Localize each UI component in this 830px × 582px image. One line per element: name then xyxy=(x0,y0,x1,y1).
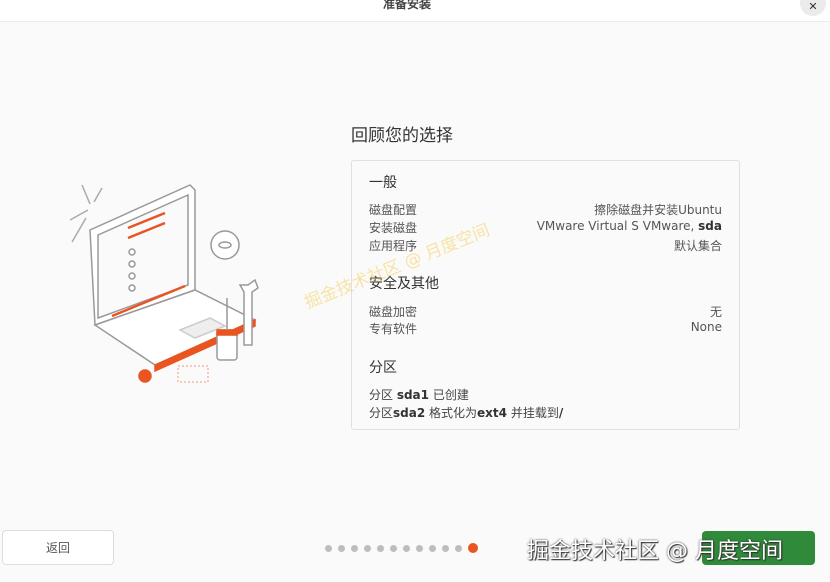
watermark: 掘金技术社区 @ 月度空间 xyxy=(527,539,783,564)
row-label: 磁盘配置 xyxy=(369,203,418,217)
step-dot-current xyxy=(468,543,478,553)
back-button[interactable]: 返回 xyxy=(2,530,114,565)
row-label: 应用程序 xyxy=(369,239,418,253)
step-indicator xyxy=(325,543,478,553)
text-bold: sda2 xyxy=(393,406,426,420)
text: 并挂载到 xyxy=(507,406,559,420)
summary-row: 磁盘配置 擦除磁盘并安装Ubuntu xyxy=(369,201,722,219)
summary-card: 一般 磁盘配置 擦除磁盘并安装Ubuntu 安装磁盘 VMware Virtual … xyxy=(351,160,740,430)
install-button[interactable] xyxy=(702,531,815,565)
title-bar: 准备安装 ✕ xyxy=(0,0,830,22)
text: 已创建 xyxy=(429,388,469,402)
step-dot xyxy=(416,544,423,552)
text: 分区 xyxy=(369,388,397,402)
text: 格式化为 xyxy=(425,406,478,420)
row-label: 专有软件 xyxy=(369,322,418,336)
page-title: 回顾您的选择 xyxy=(351,126,453,146)
partition-line: 分区sda2 格式化为ext4 并挂载到/ xyxy=(369,404,563,421)
step-dot xyxy=(338,544,345,552)
summary-row: 应用程序 默认集合 xyxy=(369,237,722,255)
section-title-security: 安全及其他 xyxy=(369,276,439,292)
row-label: 磁盘加密 xyxy=(369,305,418,319)
section-title-general: 一般 xyxy=(369,175,397,191)
step-dot xyxy=(377,544,384,552)
step-dot xyxy=(390,544,397,552)
row-label: 安装磁盘 xyxy=(369,221,418,235)
step-dot xyxy=(364,544,371,552)
disk-name: VMware Virtual S VMware, xyxy=(536,219,699,233)
row-value: None xyxy=(690,320,722,334)
summary-row: 安装磁盘 VMware Virtual S VMware, sda xyxy=(369,219,722,237)
installer-illustration xyxy=(60,180,260,394)
summary-row: 磁盘加密 无 xyxy=(369,303,722,321)
step-dot xyxy=(403,544,410,552)
text-bold: sda1 xyxy=(396,388,430,402)
text-bold: ext4 xyxy=(477,406,507,420)
row-value: 无 xyxy=(709,305,722,319)
text: 分区 xyxy=(369,406,394,420)
partition-line: 分区 sda1 已创建 xyxy=(369,386,469,403)
step-dot xyxy=(455,544,462,552)
row-value: VMware Virtual S VMware, sda xyxy=(537,219,722,237)
disk-device: sda xyxy=(698,219,722,233)
summary-row: 专有软件 None xyxy=(369,320,722,338)
close-icon: ✕ xyxy=(808,0,818,13)
step-dot xyxy=(442,544,449,552)
section-title-partitions: 分区 xyxy=(369,360,397,376)
window-title: 准备安装 xyxy=(383,0,432,11)
step-dot xyxy=(351,544,358,552)
close-button[interactable]: ✕ xyxy=(800,0,826,16)
row-value: 擦除磁盘并安装Ubuntu xyxy=(594,203,722,217)
text-bold: / xyxy=(558,406,564,420)
step-dot xyxy=(325,544,332,552)
row-value: 默认集合 xyxy=(673,239,722,253)
step-dot xyxy=(429,544,436,552)
